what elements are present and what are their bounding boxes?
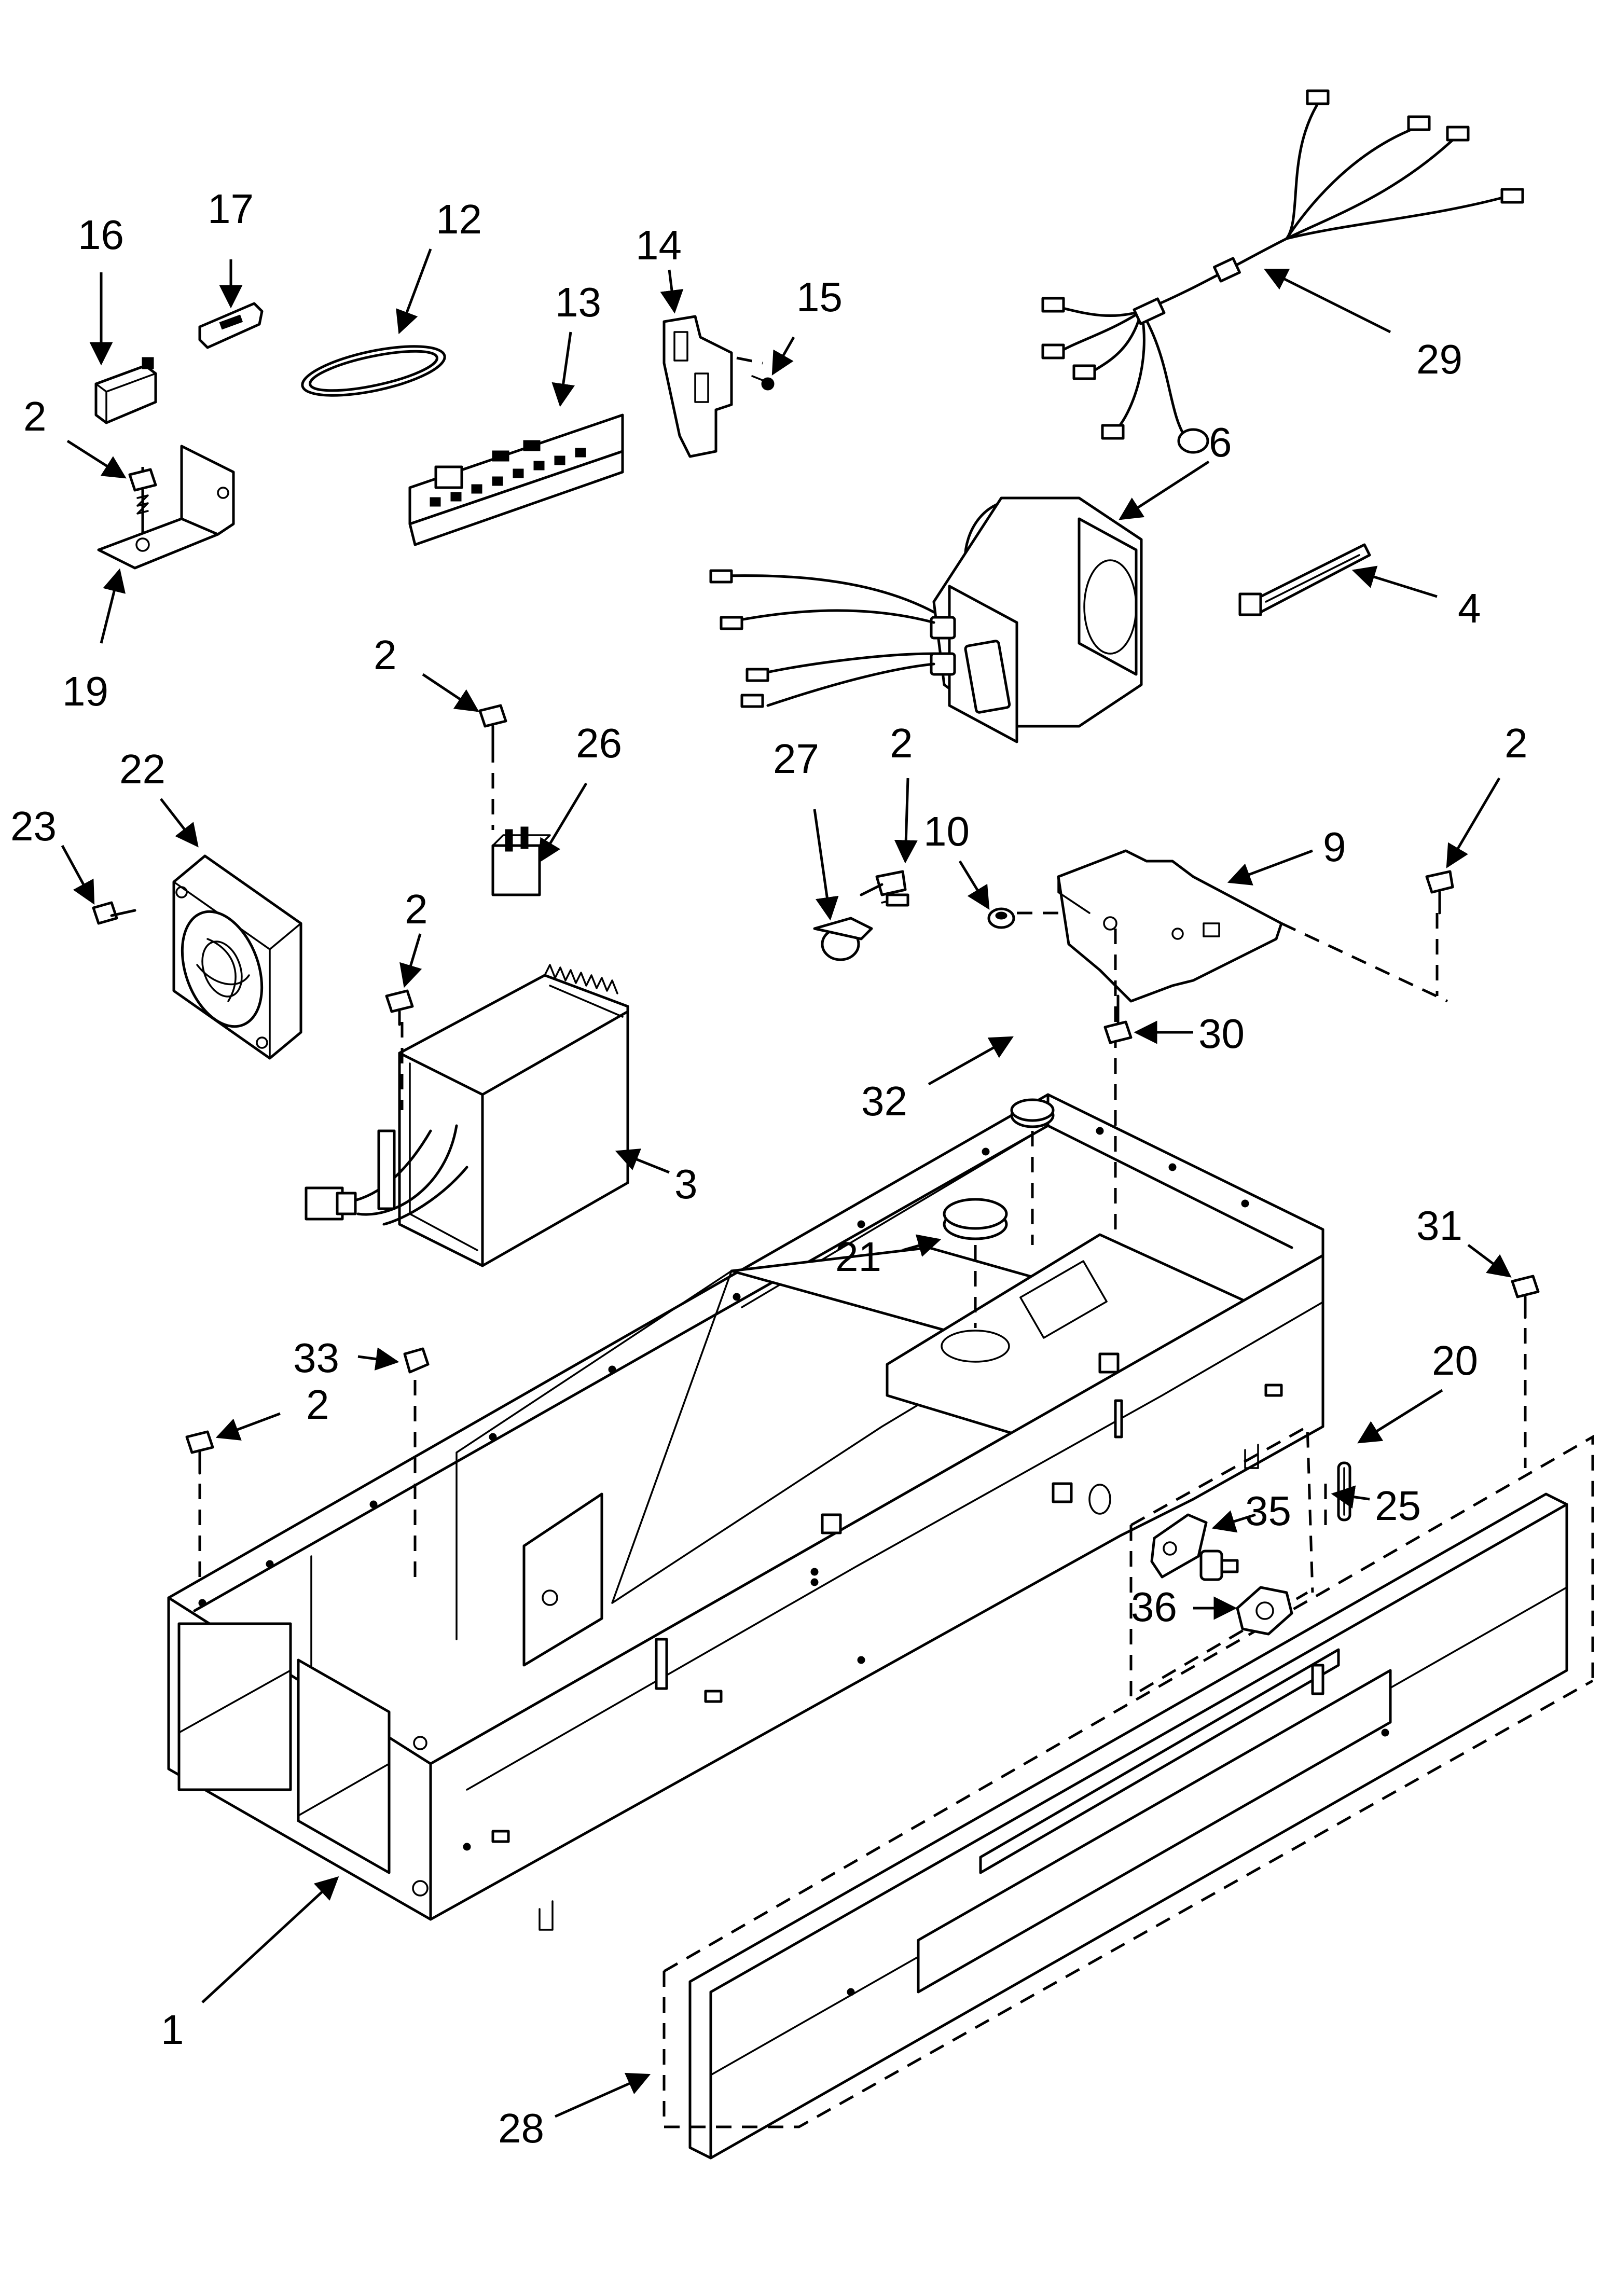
callout-13: 13 [555,279,601,325]
thermostat [813,893,909,961]
callout-4: 4 [1458,585,1481,631]
callout-6: 6 [1209,419,1232,465]
callout-2-c: 2 [890,720,913,766]
cooling-fins [544,964,618,994]
callout-2-e: 2 [405,886,428,932]
callout-27: 27 [773,736,819,782]
harness-connectors [1041,89,1524,454]
valve-bracket [1150,1513,1239,1581]
callout-22: 22 [119,746,165,792]
mounting-bracket [662,315,763,458]
plug-32 [1010,1098,1055,1245]
callout-1: 1 [161,2007,184,2053]
callout-9: 9 [1323,824,1346,870]
mounting-plate [1057,849,1448,1240]
screw-15 [751,375,775,391]
wire-terminals [709,569,769,708]
callout-12: 12 [436,196,482,242]
callout-20: 20 [1432,1337,1478,1384]
grommet [987,907,1058,929]
callout-36: 36 [1131,1584,1177,1630]
plug-21 [943,1198,1008,1328]
screw-2-e [385,989,414,1026]
callout-31: 31 [1416,1202,1462,1249]
callout-16: 16 [78,212,124,258]
seal-gasket [1236,1586,1293,1636]
screw-23 [92,901,136,925]
screw-2-f [185,1430,214,1587]
front-grille [662,1424,1594,2160]
latch [198,302,264,349]
electronic-control [305,964,629,1267]
callout-14: 14 [636,222,682,268]
screw-2-d [1425,870,1454,915]
callout-25: 25 [1375,1483,1421,1529]
callout-29: 29 [1416,336,1462,382]
callout-33: 33 [293,1335,339,1381]
callout-2-d: 2 [1504,720,1528,766]
motor-assembly [709,496,1143,743]
board-components [430,440,586,507]
callout-labels: 16 17 12 13 14 15 2 19 2 26 22 23 2 3 29… [10,186,1528,2151]
callout-2-a: 2 [23,393,47,439]
clip-33 [403,1347,430,1577]
leader-lines [61,248,1512,2118]
screw-2-b [478,704,507,749]
screw-31 [1511,1275,1540,1468]
bracket-19 [97,445,235,570]
relay [491,747,551,896]
base-housing [167,1093,1324,1931]
wire-harness [1041,89,1524,454]
callout-32: 32 [861,1078,907,1124]
control-board [408,413,624,546]
callout-30: 30 [1198,1011,1245,1057]
callout-10: 10 [923,808,970,854]
switch [94,357,157,424]
callout-2-f: 2 [306,1381,329,1428]
clip [1337,1461,1351,1522]
callout-3: 3 [674,1161,698,1207]
callout-19: 19 [62,668,108,714]
callout-21: 21 [835,1234,881,1280]
screw-2-c [860,870,907,896]
callout-26: 26 [576,720,622,766]
condenser-fan [172,854,302,1060]
callout-35: 35 [1245,1488,1291,1534]
callout-2-b: 2 [374,632,397,678]
screw-30 [1103,994,1133,1044]
cable-tie [1238,543,1371,616]
callout-23: 23 [10,803,57,849]
belt [301,345,446,397]
callout-15: 15 [796,274,843,320]
callout-28: 28 [498,2105,544,2151]
screw-2-a [128,468,157,525]
callout-17: 17 [208,186,254,232]
